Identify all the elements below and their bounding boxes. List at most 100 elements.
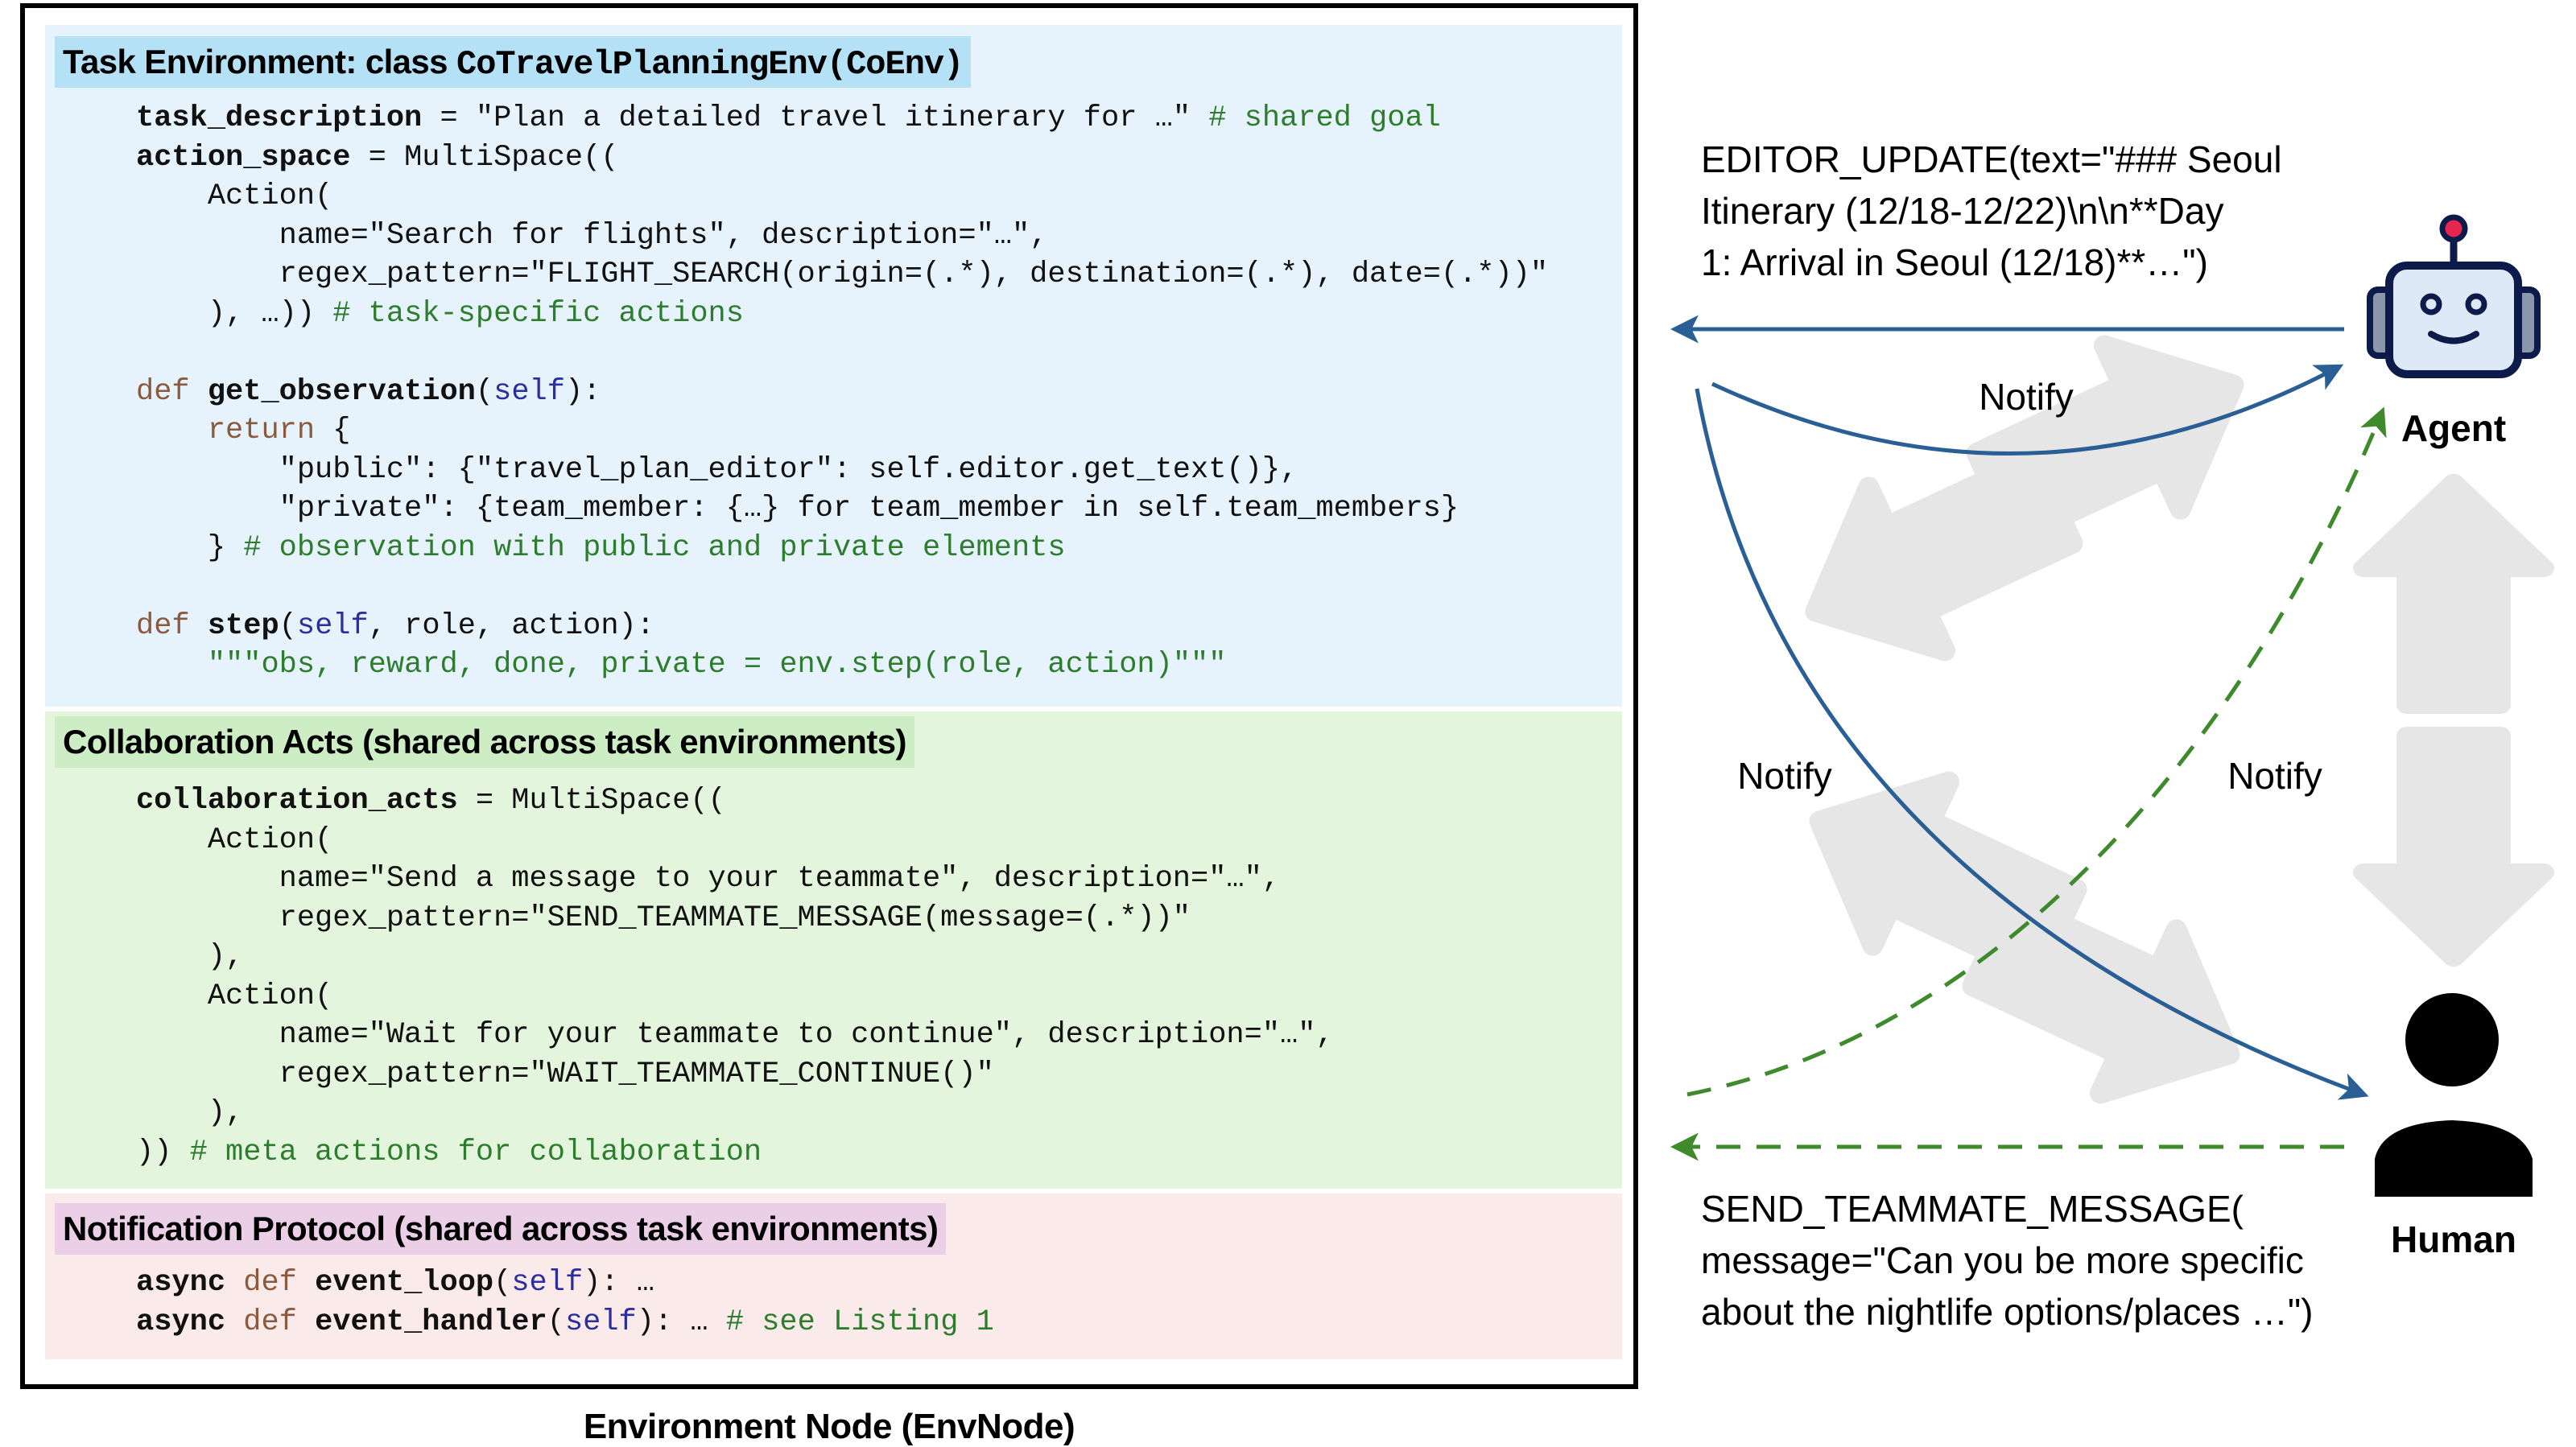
code-identifier: event_loop	[315, 1266, 494, 1300]
notify-label-left: Notify	[1737, 755, 1832, 797]
code-line: "public": {"travel_plan_editor": self.ed…	[136, 451, 1548, 490]
agent-label: Agent	[2401, 407, 2507, 449]
code-identifier: step	[207, 608, 279, 643]
notify-label-right: Notify	[2227, 755, 2322, 797]
code-line: name="Search for flights", description="…	[136, 216, 1548, 256]
code-self: self	[296, 608, 369, 643]
code-line: "private": {team_member: {…} for team_me…	[136, 489, 1548, 529]
editor-update-text: EDITOR_UPDATE(text="### Seoul Itinerary …	[1701, 138, 2282, 283]
code-line: regex_pattern="FLIGHT_SEARCH(origin=(.*)…	[136, 255, 1548, 295]
code-text: "private": {team_member: {…} for team_me…	[136, 492, 1459, 526]
code-text: (	[475, 374, 494, 409]
figure-caption: Environment Node (EnvNode)	[583, 1407, 1075, 1446]
code-line: """obs, reward, done, private = env.step…	[136, 645, 1548, 685]
code-comment: # see Listing 1	[725, 1305, 994, 1339]
code-line: )) # meta actions for collaboration	[136, 1133, 1334, 1173]
code-identifier: collaboration_acts	[136, 784, 458, 818]
code-text: Action(	[136, 979, 333, 1013]
code-text: (	[279, 608, 297, 643]
code-text: (	[547, 1305, 565, 1339]
code-text: name="Search for flights", description="…	[136, 218, 1048, 253]
code-identifier: async	[136, 1266, 244, 1300]
code-keyword: def	[136, 374, 208, 409]
code-text: , role, action):	[368, 608, 654, 643]
send-message-text: SEND_TEAMMATE_MESSAGE( message="Can you …	[1701, 1188, 2314, 1333]
code-text: regex_pattern="SEND_TEAMMATE_MESSAGE(mes…	[136, 901, 1191, 935]
code-keyword: def	[136, 608, 208, 643]
code-keyword: def	[243, 1266, 316, 1300]
code-comment: """obs, reward, done, private = env.step…	[207, 648, 1227, 682]
code-text: ): …	[583, 1266, 654, 1300]
code-text: ), …))	[136, 296, 333, 331]
code-identifier: action_space	[136, 140, 351, 175]
code-keyword: return	[207, 414, 316, 447]
code-line: Action(	[136, 177, 1548, 216]
code-identifier: event_handler	[315, 1305, 547, 1339]
code-comment: # meta actions for collaboration	[189, 1135, 762, 1169]
code-text: "public": {"travel_plan_editor": self.ed…	[136, 452, 1298, 487]
code-line: Action(	[136, 821, 1334, 860]
code-line: async def event_handler(self): … # see L…	[136, 1303, 994, 1342]
code-line: name="Send a message to your teammate", …	[136, 860, 1334, 899]
code-identifier: task_description	[136, 101, 423, 135]
human-label: Human	[2391, 1218, 2516, 1260]
code-line: name="Wait for your teammate to continue…	[136, 1016, 1334, 1055]
code-text: Action(	[136, 822, 333, 857]
code-line: async def event_loop(self): …	[136, 1264, 994, 1303]
environment-node-box	[20, 3, 1638, 1389]
bg-arrow-down-left	[1777, 419, 2091, 693]
notify-agent-arrow	[1711, 364, 2344, 456]
code-line: Action(	[136, 977, 1334, 1016]
notify-human-arrow	[1695, 388, 2369, 1100]
code-line: def get_observation(self):	[136, 373, 1548, 412]
task-environment-panel: Task Environment: class CoTravelPlanning…	[45, 25, 1622, 707]
code-identifier: get_observation	[207, 374, 476, 409]
code-line: def step(self, role, action):	[136, 607, 1548, 646]
code-comment: # task-specific actions	[332, 296, 744, 331]
section-header: Notification Protocol (shared across tas…	[55, 1203, 947, 1255]
code-self: self	[493, 374, 565, 409]
notification-protocol-panel: Notification Protocol (shared across tas…	[45, 1193, 1622, 1359]
code-line: task_description = "Plan a detailed trav…	[136, 99, 1548, 138]
code-line: regex_pattern="SEND_TEAMMATE_MESSAGE(mes…	[136, 899, 1334, 938]
code-keyword: def	[243, 1305, 316, 1339]
code-block: async def event_loop(self): …async def e…	[136, 1264, 994, 1342]
code-text: = MultiSpace((	[457, 784, 726, 818]
section-header: Task Environment: class CoTravelPlanning…	[55, 36, 972, 88]
code-line: collaboration_acts = MultiSpace((	[136, 781, 1334, 821]
code-comment: # observation with public and private el…	[243, 530, 1066, 565]
code-comment: # shared goal	[1208, 101, 1441, 135]
bg-arrow-down	[2363, 736, 2544, 958]
code-text: regex_pattern="FLIGHT_SEARCH(origin=(.*)…	[136, 258, 1549, 291]
bg-arrow-down-right	[1955, 862, 2268, 1136]
bg-arrow-up	[2363, 483, 2544, 705]
code-text: ): …	[636, 1305, 726, 1339]
code-text: = MultiSpace((	[350, 140, 619, 175]
code-text: name="Wait for your teammate to continue…	[136, 1018, 1334, 1052]
code-identifier: async	[136, 1305, 244, 1339]
code-line: ),	[136, 938, 1334, 977]
header-class-name: CoTravelPlanningEnv(CoEnv)	[456, 45, 964, 84]
code-self: self	[511, 1266, 584, 1300]
code-text: ))	[136, 1135, 190, 1169]
code-block: collaboration_acts = MultiSpace(( Action…	[136, 781, 1334, 1172]
notify-agent-from-human-arrow	[1686, 406, 2387, 1097]
code-line: regex_pattern="WAIT_TEAMMATE_CONTINUE()"	[136, 1055, 1334, 1095]
code-text: regex_pattern="WAIT_TEAMMATE_CONTINUE()"	[136, 1057, 994, 1091]
person-icon	[2375, 993, 2533, 1197]
code-text: }	[136, 530, 244, 565]
code-line: action_space = MultiSpace((	[136, 138, 1548, 178]
section-header: Collaboration Acts (shared across task e…	[55, 716, 914, 768]
code-text: ),	[136, 1096, 244, 1130]
code-text: ):	[564, 374, 601, 409]
code-line: ), …)) # task-specific actions	[136, 295, 1548, 334]
notify-label-top: Notify	[1979, 376, 2074, 418]
code-text: {	[315, 414, 351, 447]
code-line: } # observation with public and private …	[136, 529, 1548, 568]
code-line: ),	[136, 1094, 1334, 1133]
code-text: (	[493, 1266, 512, 1300]
code-line: return {	[136, 411, 1548, 451]
code-text: ),	[136, 940, 244, 974]
header-text: Task Environment: class	[63, 43, 457, 80]
